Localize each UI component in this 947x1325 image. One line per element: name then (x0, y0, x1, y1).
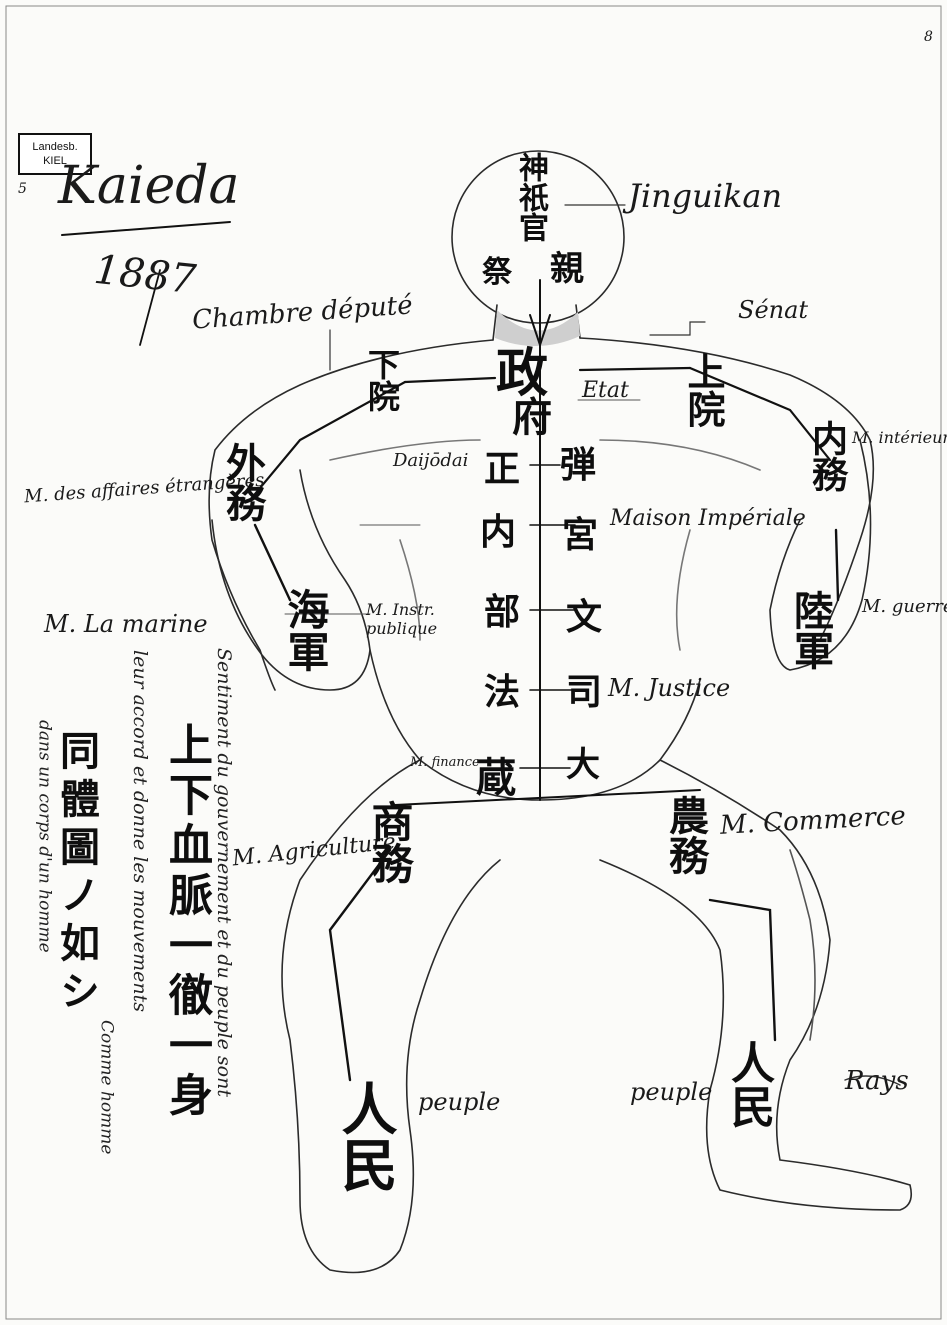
head-left-kanji: 祭 (482, 258, 512, 288)
foreign-affairs-kanji: 外務 (222, 442, 262, 522)
senat-label: Sénat (738, 298, 808, 322)
right-column-kanji-3: 文 (566, 600, 602, 636)
instruction-label: M. Instr. publique (366, 600, 486, 638)
right-column-kanji-4: 司 (566, 675, 602, 711)
interior-kanji: 内務 (808, 420, 844, 492)
french-note-line2: leur accord et donne les mouvements (128, 650, 150, 1260)
agriculture-kanji: 商務 (368, 800, 410, 884)
head-vertical-kanji: 神祇官 (515, 152, 545, 242)
upper-house-kanji: 上院 (684, 352, 722, 428)
signature: Rays (845, 1068, 909, 1094)
lower-house-kanji: 下院 (366, 348, 398, 412)
finance-label: M. finance (410, 756, 480, 769)
etat-label: Etat (582, 380, 629, 402)
hip-bar (395, 790, 700, 805)
left-column-kanji-1: 正 (484, 452, 520, 488)
war-kanji: 陸軍 (790, 590, 830, 670)
french-note-line4: Comme homme (96, 1020, 116, 1170)
corner-mark: 8 (924, 30, 933, 44)
left-column-kanji-2: 内 (480, 515, 516, 551)
marine-kanji: 海軍 (284, 588, 326, 672)
people-label-right: peuple (630, 1080, 712, 1104)
people-kanji-right: 人民 (726, 1040, 770, 1128)
left-column-kanji-3: 部 (484, 595, 520, 631)
imperial-house-label: Maison Impériale (610, 508, 806, 530)
government-main-kanji: 政 (496, 348, 548, 400)
title-kanji: 同體圖ノ如シ (56, 730, 96, 1018)
government-sub-kanji: 府 (512, 398, 552, 438)
jinguikan-label: Jinguikan (628, 180, 782, 212)
head-right-kanji: 親 (550, 252, 584, 286)
year: 1887 (92, 250, 197, 300)
marine-label: M. La marine (44, 612, 208, 636)
daijokan-label: Daijōdai (393, 452, 468, 470)
right-column-kanji-2: 宮 (562, 518, 598, 554)
people-kanji-left: 人民 (336, 1080, 392, 1192)
interior-label: M. intérieur (852, 430, 947, 446)
people-label-left: peuple (418, 1090, 500, 1114)
war-label: M. guerre (862, 598, 947, 616)
author-name: Kaieda (58, 160, 240, 212)
commerce-kanji: 農務 (665, 795, 705, 875)
french-note-line1: Sentiment du gouvernement et du peuple s… (212, 648, 234, 1268)
left-column-kanji-5: 蔵 (476, 758, 516, 798)
motto-kanji: 上下血脈一徹一身 (164, 722, 208, 1122)
abdomen-outline (370, 650, 700, 800)
french-note-line3: dans un corps d'un homme (34, 720, 54, 1020)
left-column-kanji-4: 法 (484, 675, 520, 711)
right-column-kanji-1: 弾 (560, 448, 596, 484)
justice-label: M. Justice (608, 676, 730, 700)
right-column-kanji-5: 大 (566, 748, 600, 782)
stamp-line1: Landesb. (20, 140, 90, 154)
page-mark: 5 (18, 182, 27, 196)
